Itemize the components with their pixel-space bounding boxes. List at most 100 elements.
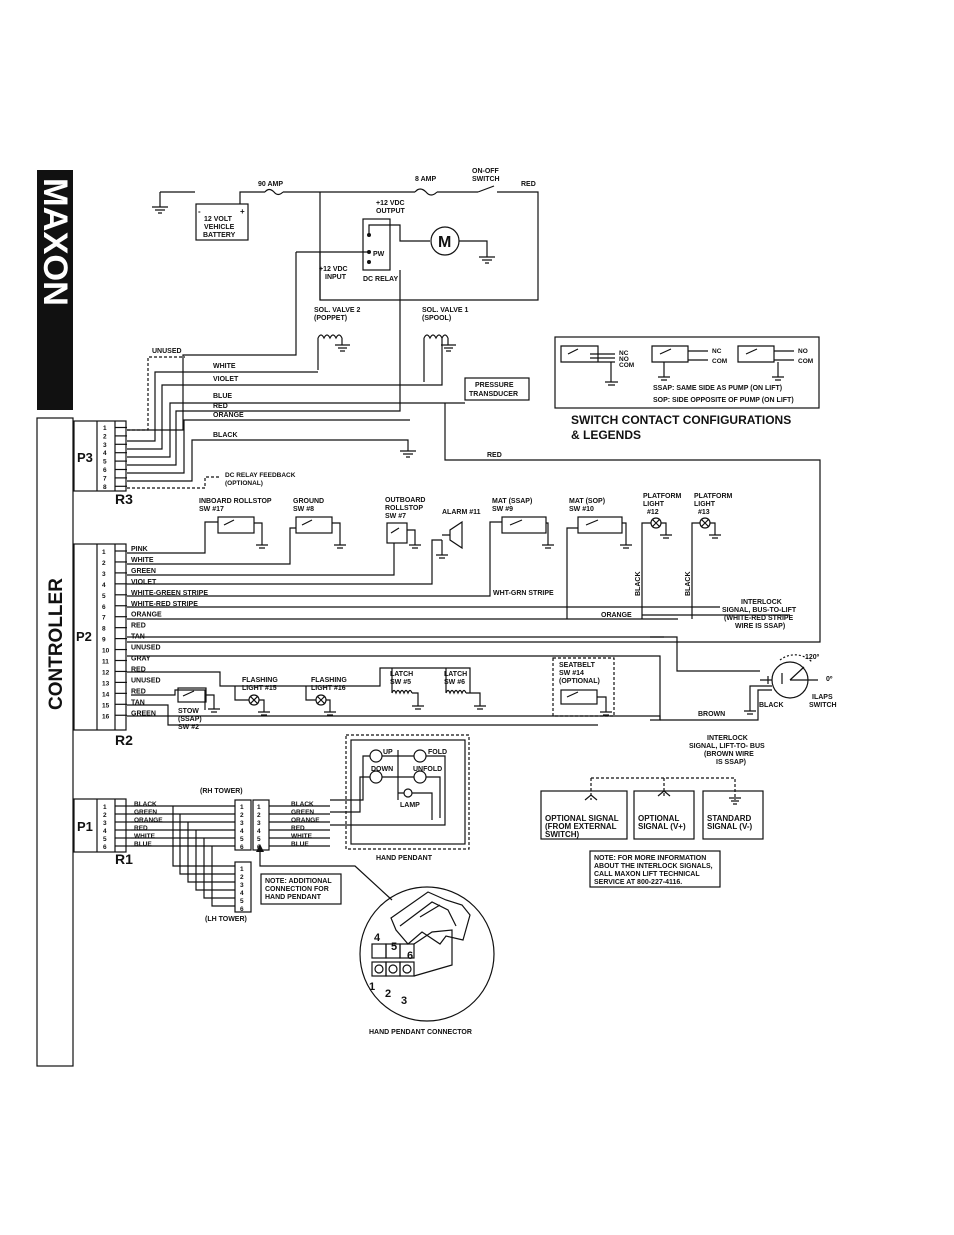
stow-label-2: (SSAP) — [178, 716, 202, 723]
p2-wire-label-5: WHITE-GREEN STRIPE — [131, 590, 208, 597]
valve2-label-1: SOL. VALVE 2 — [314, 307, 361, 314]
p2-pin-7: 7 — [102, 615, 106, 622]
p1-wire-label-5: WHITE — [134, 833, 156, 840]
output-label-2: OUTPUT — [376, 208, 406, 215]
p2-pin-9: 9 — [102, 637, 106, 644]
latch6-coil — [445, 668, 486, 710]
input-label-1: +12 VDC — [319, 266, 348, 273]
stow-label-1: STOW — [178, 708, 199, 715]
fuse-90-label: 90 AMP — [258, 181, 283, 188]
p3-pin-7: 7 — [103, 475, 107, 482]
p2-pin-16: 16 — [102, 713, 110, 720]
controller-box: CONTROLLER — [36, 417, 74, 1067]
lh-tower-label: (LH TOWER) — [205, 916, 247, 923]
rh-pin-right-2: 2 — [257, 812, 261, 819]
legend-nc-1: NC — [619, 350, 629, 357]
rh-pin-left-1: 1 — [240, 804, 244, 811]
rh-wire-label-5: WHITE — [291, 833, 313, 840]
p2-pin-2: 2 — [102, 560, 106, 567]
connector-pin-3: 3 — [401, 995, 407, 1007]
p3-feedback-2: (OPTIONAL) — [225, 480, 263, 487]
note-interlock-1: NOTE: FOR MORE INFORMATION — [594, 855, 706, 862]
p1-pin-1: 1 — [103, 804, 107, 811]
ilaps-0: 0º — [826, 676, 833, 683]
brand-bar: MAXON — [36, 170, 74, 410]
alarm-symbol — [436, 520, 463, 559]
interlock1-1: INTERLOCK — [741, 599, 782, 606]
connector-pin-5: 5 — [391, 941, 397, 953]
rh-wire-label-6: BLUE — [291, 841, 309, 848]
p1-wire-label-3: ORANGE — [134, 817, 163, 824]
p2-pin-4: 4 — [102, 582, 106, 589]
power-section: - + 12 VOLT VEHICLE BATTERY 90 AMP 8 AMP… — [127, 168, 539, 431]
plat12-lamp — [641, 517, 672, 539]
p2-black-1: BLACK — [635, 572, 642, 597]
flash15-lamp — [234, 686, 270, 716]
seatbelt-label-2: SW #14 — [559, 670, 584, 677]
plat13-label-1: PLATFORM — [694, 493, 733, 500]
rh-wire-label-1: BLACK — [291, 801, 314, 808]
p3-pin-5: 5 — [103, 459, 107, 466]
outboard-switch — [386, 522, 408, 544]
plat13-lamp — [691, 517, 721, 539]
latch5-label-1: LATCH — [390, 671, 413, 678]
ilaps-label-1: ILAPS — [812, 694, 833, 701]
p2-orange: ORANGE — [601, 612, 632, 619]
p3-wire-violet: VIOLET — [213, 376, 239, 383]
rh-pin-right-3: 3 — [257, 820, 261, 827]
output-label-1: +12 VDC — [376, 200, 405, 207]
plat12-label-2: LIGHT — [643, 501, 665, 508]
p2-pin-1: 1 — [102, 549, 106, 556]
valve2-coil — [317, 334, 350, 370]
brand-logo: MAXON — [36, 178, 74, 306]
p2-pin-12: 12 — [102, 669, 110, 676]
p3-wire-orange: ORANGE — [213, 412, 244, 419]
pendant-label: HAND PENDANT — [376, 855, 433, 862]
interlock1-4: WIRE IS SSAP) — [735, 623, 785, 630]
p2-wire-label-16: GREEN — [131, 710, 156, 717]
rh-wire-label-3: ORANGE — [291, 817, 320, 824]
p2-wire-label-3: GREEN — [131, 568, 156, 575]
mat-sop-label-1: MAT (SOP) — [569, 498, 605, 505]
p1-pin-3: 3 — [103, 820, 107, 827]
onoff-switch-symbol — [477, 185, 495, 193]
flash16-lamp — [305, 686, 336, 716]
rh-tower-label: (RH TOWER) — [200, 788, 243, 795]
p2-pin-8: 8 — [102, 626, 106, 633]
rh-pin-left-6: 6 — [240, 844, 244, 851]
mat-sop-switch — [577, 516, 623, 534]
p3-pin-6: 6 — [103, 467, 107, 474]
lh-pin-5: 5 — [240, 898, 244, 905]
p3-pin-3: 3 — [103, 442, 107, 449]
p3-wires: UNUSED WHITE VIOLET BLUE RED ORANGE BLAC… — [127, 270, 821, 643]
p2-label: P2 — [76, 629, 92, 644]
pendant-note-3: HAND PENDANT — [265, 894, 322, 901]
motor-label: M — [438, 234, 451, 251]
p3-pin-2: 2 — [103, 433, 107, 440]
ground-label-2: SW #8 — [293, 506, 314, 513]
inboard-switch — [217, 516, 255, 534]
outboard-label-1: OUTBOARD — [385, 497, 425, 504]
rh-tower: (RH TOWER) 112233445566 BLACKGREENORANGE… — [131, 788, 330, 851]
optional1-1: OPTIONAL SIGNAL — [545, 814, 619, 823]
p1-pin-4: 4 — [103, 828, 107, 835]
rh-wire-label-4: RED — [291, 825, 305, 832]
rh-wire-label-2: GREEN — [291, 809, 314, 816]
plat13-label-2: LIGHT — [694, 501, 716, 508]
p2-wire-label-15: TAN — [131, 699, 145, 706]
legend-sop: SOP: SIDE OPPOSITE OF PUMP (ON LIFT) — [653, 397, 794, 404]
flash16-label-1: FLASHING — [311, 677, 347, 684]
p2-pin-5: 5 — [102, 593, 106, 600]
alarm-label: ALARM #11 — [442, 509, 481, 516]
latch5-label-2: SW #5 — [390, 679, 411, 686]
p2-pin-15: 15 — [102, 702, 110, 709]
legend-com-2: COM — [712, 358, 727, 365]
hand-pendant: UP FOLD DOWN UNFOLD LAMP HAND PENDANT — [330, 734, 470, 862]
p2-pin-10: 10 — [102, 648, 110, 655]
inboard-label-2: SW #17 — [199, 506, 224, 513]
legend-com-1: COM — [619, 362, 634, 369]
pressure-transducer — [464, 377, 530, 401]
